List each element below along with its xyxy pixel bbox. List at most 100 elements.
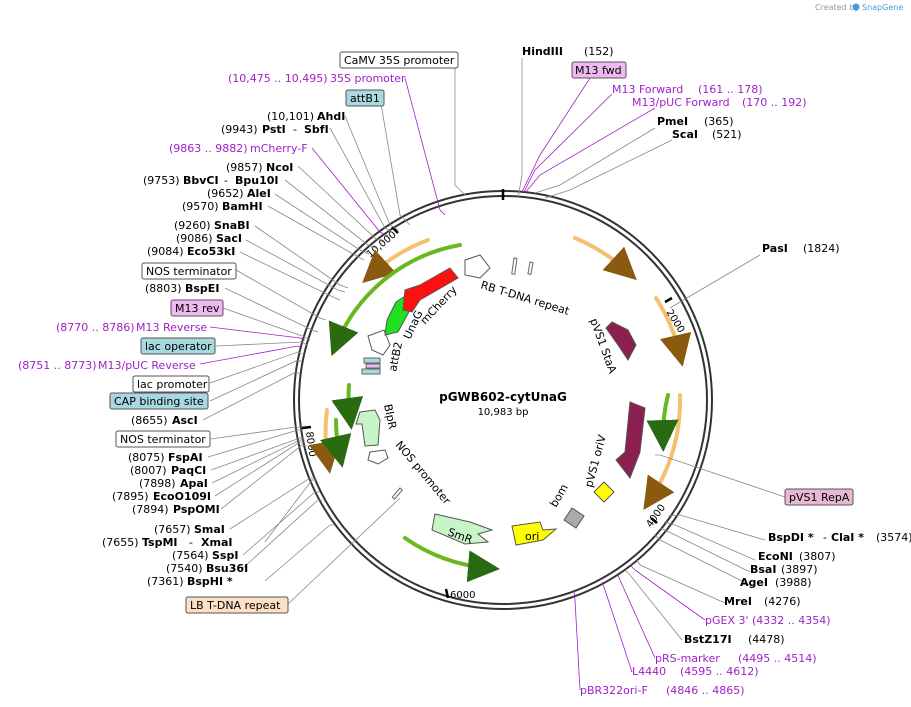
label-ncoi-pos: (9857) (226, 161, 263, 174)
label-bsu36: Bsu36I (206, 562, 248, 575)
label-ncoi: NcoI (266, 161, 293, 174)
label-bsphi: BspHI * (187, 575, 233, 588)
label-nosterm1: NOS terminator (146, 265, 232, 278)
label-bbvci-pos: (9753) (143, 174, 180, 187)
label-econi: EcoNI (758, 550, 793, 563)
label-prs-pos: (4495 .. 4514) (738, 652, 817, 665)
label-psti-sep: - (293, 123, 297, 136)
label-fspai-pos: (8075) (128, 451, 165, 464)
label-pgex: pGEX 3' (705, 614, 749, 627)
label-mcherryf-pos: (9863 .. 9882) (169, 142, 248, 155)
label-nosterm2: NOS terminator (120, 433, 206, 446)
label-scai-pos: (521) (712, 128, 742, 141)
label-alei: AleI (247, 187, 271, 200)
label-sbfi: SbfI (304, 123, 329, 136)
oriv-region[interactable] (593, 481, 615, 503)
smr-arrow[interactable] (431, 513, 494, 545)
label-paqci: PaqCI (171, 464, 206, 477)
label-35s: 35S promoter (330, 72, 406, 85)
label-asci-pos: (8655) (131, 414, 168, 427)
leader-lines (199, 58, 786, 691)
label-sspi-pos: (7564) (172, 549, 209, 562)
attb2-label: attB2 (386, 341, 405, 373)
label-bbvci: BbvCI (183, 174, 219, 187)
label-35s-pos: (10,475 .. 10,495) (228, 72, 328, 85)
bom-region[interactable] (563, 507, 585, 529)
label-prs: pRS-marker (655, 652, 720, 665)
bpr-label: BlpR (381, 403, 399, 431)
label-m13puc-pos: (170 .. 192) (742, 96, 807, 109)
label-pmei-pos: (365) (704, 115, 734, 128)
plasmid-name: pGWB602-cytUnaG (439, 390, 567, 404)
label-bspdi-pos: (3574) (876, 531, 911, 544)
label-sspi: SspI (212, 549, 238, 562)
nosterm1-box (141, 262, 237, 280)
oriv-arrow[interactable] (615, 401, 646, 480)
label-cap: CAP binding site (114, 395, 204, 408)
label-psti-pos: (9943) (221, 123, 258, 136)
label-scai: ScaI (672, 128, 698, 141)
label-bstz-pos: (4478) (748, 633, 785, 646)
credit-brand: SnapGene (862, 3, 903, 12)
label-bspei-pos: (8803) (145, 282, 182, 295)
bom-label: bom (547, 482, 570, 510)
repa-box (784, 488, 854, 506)
label-lb: LB T-DNA repeat (190, 599, 281, 612)
plasmid-size: 10,983 bp (478, 407, 529, 418)
ori-arrow[interactable] (511, 521, 558, 546)
attb1-box (345, 89, 385, 107)
label-pbr: pBR322ori-F (580, 684, 648, 697)
m13fwd-box (571, 61, 627, 79)
label-eco53-pos: (9084) (147, 245, 184, 258)
label-snabi-pos: (9260) (174, 219, 211, 232)
label-clai: ClaI * (831, 531, 864, 544)
label-pasi-pos: (1824) (803, 242, 840, 255)
camv-box (339, 51, 459, 69)
label-hindiii: HindIII (522, 45, 563, 58)
label-econi-pos: (3807) (799, 550, 836, 563)
credit-text: Created by (815, 3, 859, 12)
nos-promoter-arrow[interactable] (367, 449, 389, 465)
label-pbr-pos: (4846 .. 4865) (666, 684, 745, 697)
label-bbvci-sep: - (224, 174, 228, 187)
label-smai-pos: (7657) (154, 523, 191, 536)
label-m13reverse: M13 Reverse (136, 321, 207, 334)
label-bstz: BstZ17I (684, 633, 732, 646)
attb2-arrow[interactable] (367, 329, 391, 356)
label-bamhi: BamHI (222, 200, 263, 213)
label-fspai: FspAI (168, 451, 203, 464)
label-ecoo-pos: (7895) (112, 490, 149, 503)
label-m13rev: M13 rev (175, 302, 220, 315)
label-hindiii-pos: (152) (584, 45, 614, 58)
label-bamhi-pos: (9570) (182, 200, 219, 213)
rb-repeat-label: RB T-DNA repeat (479, 278, 571, 318)
staa-arrow[interactable] (605, 321, 637, 361)
label-bspdi-sep: - (823, 531, 827, 544)
label-lacop: lac operator (145, 340, 212, 353)
label-bpu10i: Bpu10I (235, 174, 279, 187)
label-saci: SacI (216, 232, 242, 245)
label-xmai: XmaI (201, 536, 232, 549)
label-ecoo: EcoO109I (153, 490, 211, 503)
label-ahdi: AhdI (317, 110, 345, 123)
bpr-arrow[interactable] (355, 409, 381, 447)
mcherry-arrow[interactable] (402, 267, 459, 313)
label-snabi: SnaBI (214, 219, 250, 232)
label-bsu36-pos: (7540) (166, 562, 203, 575)
label-pspomi-pos: (7894) (132, 503, 169, 516)
snapgene-logo-icon (852, 3, 860, 11)
rb-repeat-arrow[interactable] (464, 254, 491, 279)
label-bsai: BsaI (750, 563, 776, 576)
label-bspdi: BspDI * (768, 531, 814, 544)
nosterm2-box (115, 430, 211, 448)
oriv-label: pVS1 oriV (582, 433, 609, 489)
label-agei: AgeI (740, 576, 768, 589)
label-m13pucrev-pos: (8751 .. 8773) (18, 359, 97, 372)
label-camv: CaMV 35S promoter (344, 54, 455, 67)
label-lacprom: lac promoter (137, 378, 208, 391)
label-psti: PstI (262, 123, 286, 136)
small-features (361, 257, 534, 500)
label-pspomi: PspOMI (173, 503, 220, 516)
label-tspmi-sep: - (189, 536, 193, 549)
